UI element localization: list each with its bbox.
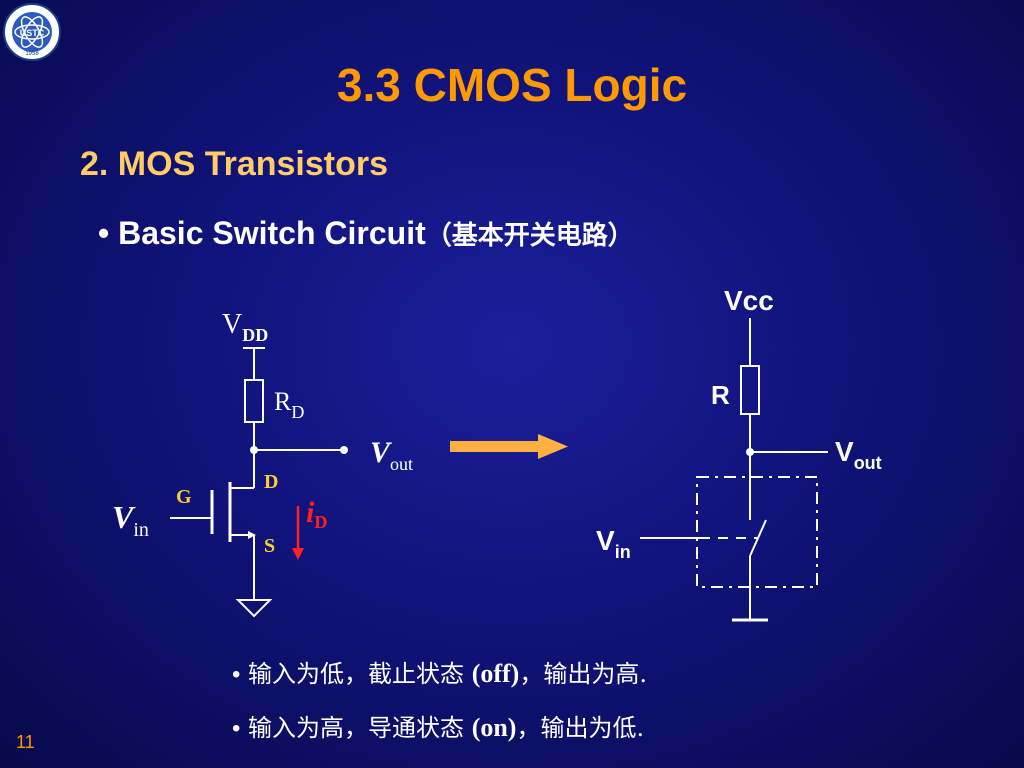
rd-label: RD — [274, 387, 304, 422]
vdd-label: VDD — [222, 309, 268, 345]
university-seal-icon: USTC 1958 — [3, 3, 61, 61]
note-off-state: • 输入为低，截止状态 (off)，输出为高. — [232, 654, 647, 689]
logo-year: 1958 — [25, 51, 39, 57]
vcc-label: Vcc — [724, 285, 774, 316]
gate-label: G — [176, 486, 192, 508]
note-bullet: • — [232, 661, 241, 688]
resistor-switch-circuit — [640, 318, 828, 622]
right-arrow-icon — [450, 434, 568, 459]
vin-label-left: Vin — [112, 499, 149, 541]
source-arrow-icon — [248, 531, 256, 539]
bullet-heading: • Basic Switch Circuit（基本开关电路） — [98, 215, 634, 252]
bullet-dot: • — [98, 215, 110, 251]
vout-label-right: Vout — [835, 436, 882, 473]
nmos-switch-circuit — [170, 347, 344, 618]
page-number: 11 — [16, 732, 35, 752]
bullet-heading-cn: （基本开关电路） — [425, 221, 634, 251]
slide-title: 3.3 CMOS Logic — [336, 59, 688, 111]
note-off-pre: 输入为低，截止状态 — [248, 660, 472, 688]
output-node-right — [746, 448, 754, 456]
vout-label-left: Vout — [370, 436, 413, 474]
note-bullet: • — [232, 715, 241, 742]
ground-symbol — [235, 599, 273, 618]
output-terminal — [340, 446, 348, 454]
current-arrow-icon — [292, 548, 304, 560]
logo-text: USTC — [20, 28, 45, 38]
switch-dashed-box — [696, 476, 818, 588]
note-on-post: ，输出为低. — [516, 714, 645, 742]
drain-label: D — [264, 471, 278, 493]
note-on-en: (on) — [471, 713, 517, 742]
id-label: iD — [306, 496, 327, 532]
note-on-state: • 输入为高，导通状态 (on)，输出为低. — [232, 708, 644, 743]
source-label: S — [264, 535, 275, 557]
section-subtitle: 2. MOS Transistors — [80, 145, 388, 183]
note-off-post: ，输出为高. — [519, 660, 647, 688]
output-node — [250, 446, 258, 454]
r-label: R — [711, 380, 730, 410]
note-off-en: (off) — [471, 659, 520, 688]
rd-resistor — [244, 379, 264, 423]
note-on-pre: 输入为高，导通状态 — [248, 714, 472, 742]
r-resistor — [740, 365, 760, 415]
vin-label-right: Vin — [596, 525, 631, 562]
bullet-heading-en: Basic Switch Circuit — [118, 215, 426, 251]
